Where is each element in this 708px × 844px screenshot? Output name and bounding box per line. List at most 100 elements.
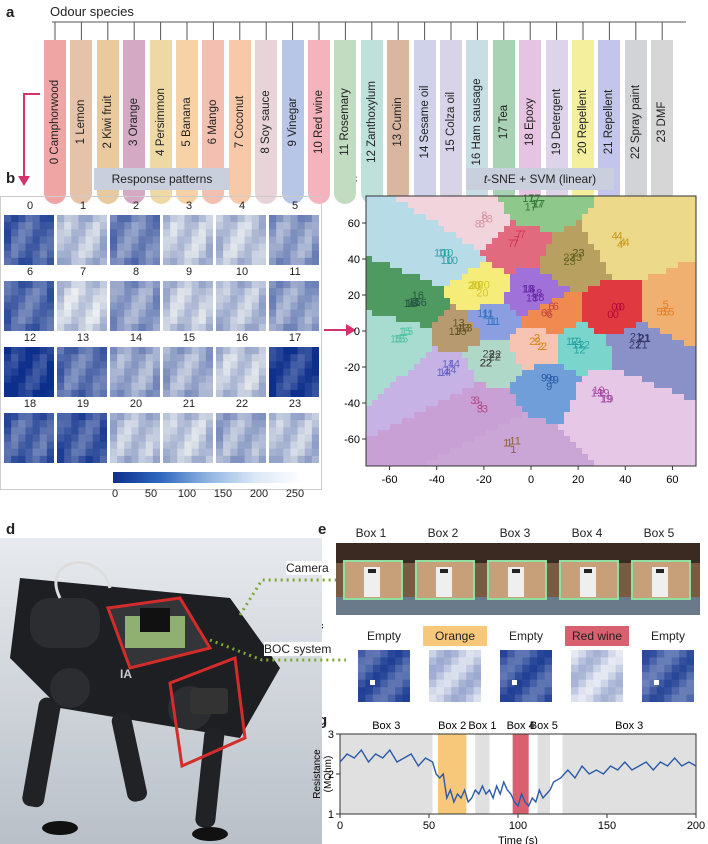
pattern-label: 17 <box>288 332 302 344</box>
odour-tube: 3 Orange <box>123 40 146 204</box>
odour-tube-label: 18 Epoxy <box>524 98 537 146</box>
y-tick-label: 60 <box>348 218 360 230</box>
cluster-point-label: 3 <box>477 403 483 415</box>
cluster-point-label: 10 <box>441 255 453 267</box>
cluster-point-label: 8 <box>482 214 488 226</box>
panel-label-d: d <box>6 521 16 538</box>
pattern-label: 5 <box>291 200 299 212</box>
colorbar-tick: 0 <box>111 488 119 500</box>
pattern-label: 2 <box>132 200 140 212</box>
pattern-label: 9 <box>185 266 193 278</box>
boc-state-label: Empty <box>508 629 543 643</box>
cluster-point-label: 8 <box>475 219 481 231</box>
odour-tube: 20 Repellent <box>572 40 594 204</box>
tsne-header-rest: -SNE + SVM (linear) <box>487 172 597 186</box>
camera-boxes-photo <box>336 543 700 615</box>
odour-tube: 7 Coconut <box>228 40 251 204</box>
cluster-point-label: 15 <box>401 326 413 338</box>
cluster-point-label: 12 <box>569 336 581 348</box>
cluster-point-label: 2 <box>538 341 544 353</box>
response-pattern-heatmap <box>163 215 213 265</box>
colorbar-tick: 100 <box>177 488 197 500</box>
cluster-point-label: 4 <box>624 237 630 249</box>
x-tick-label: -60 <box>382 474 398 486</box>
response-pattern-heatmap <box>269 413 319 463</box>
pattern-label: 16 <box>235 332 249 344</box>
panel-label-e: e <box>318 521 327 538</box>
odour-tube: 4 Persimmon <box>149 40 172 204</box>
odour-tube: 2 Kiwi fruit <box>96 40 119 204</box>
cluster-point-label: 7 <box>514 234 520 246</box>
time-region <box>512 734 529 814</box>
cluster-point-label: 19 <box>593 385 605 397</box>
y-tick-label: 3 <box>328 729 334 741</box>
cluster-point-label: 6 <box>541 307 547 319</box>
box-label: Box 2 <box>427 526 459 540</box>
cluster-point-label: 14 <box>439 367 451 379</box>
cluster-point-label: 3 <box>482 403 488 415</box>
odour-tube: 18 Epoxy <box>519 40 542 204</box>
cluster-point-label: 1 <box>510 444 516 456</box>
odour-tube: 5 Banana <box>176 40 198 204</box>
cluster-point-label: 1 <box>515 436 521 448</box>
cluster-point-label: 21 <box>635 340 647 352</box>
odour-tube-label: 20 Repellent <box>577 89 589 155</box>
pattern-label: 1 <box>79 200 87 212</box>
response-pattern-heatmap <box>4 215 54 265</box>
odour-tube: 17 Tea <box>492 40 515 204</box>
x-tick-label: 0 <box>528 474 534 486</box>
odour-tube-label: 6 Mango <box>207 99 220 145</box>
panel-label-a: a <box>6 4 15 21</box>
boc-state-heatmap <box>571 650 623 702</box>
odour-tube-label: 21 Repellent <box>603 89 616 155</box>
y-tick-label: -20 <box>344 362 360 374</box>
y-tick-label: -60 <box>344 434 360 446</box>
colorbar-tick: 50 <box>144 488 158 500</box>
time-region-label: Box 1 <box>468 720 496 732</box>
colorbar-tick: 250 <box>285 488 305 500</box>
response-patterns-header: Response patterns <box>94 168 230 190</box>
cluster-point-label: 8 <box>487 214 493 226</box>
cluster-point-label: 18 <box>523 284 535 296</box>
cluster-point-label: 20 <box>468 280 480 292</box>
cluster-point-label: 10 <box>434 247 446 259</box>
y-axis-label-line2: (MOhm) <box>323 756 334 793</box>
cluster-point-label: 8 <box>481 210 487 222</box>
cluster-point-label: 13 <box>452 318 464 330</box>
cluster-point-label: 0 <box>611 302 617 314</box>
response-pattern-heatmap <box>4 347 54 397</box>
colorbar <box>113 472 303 483</box>
x-tick-label: -40 <box>429 474 445 486</box>
boc-state-label: Empty <box>650 629 685 643</box>
cluster-point-label: 19 <box>601 393 613 405</box>
odour-tube: 21 Repellent <box>598 40 621 204</box>
pattern-label: 23 <box>288 398 302 410</box>
cluster-point-label: 16 <box>412 290 424 302</box>
cluster-point-label: 2 <box>535 336 541 348</box>
panel-label-b: b <box>6 170 16 187</box>
odour-tube-label: 9 Vinegar <box>286 97 299 147</box>
boc-state-heatmap <box>429 650 481 702</box>
cluster-point-label: 17 <box>533 199 545 211</box>
cluster-point-label: 23 <box>563 256 575 268</box>
cluster-point-label: 5 <box>660 306 666 318</box>
time-region <box>562 734 696 814</box>
pattern-label: 19 <box>76 398 90 410</box>
cluster-point-label: 6 <box>548 301 554 313</box>
colorbar-tick: 150 <box>213 488 233 500</box>
cluster-point-label: 9 <box>546 381 552 393</box>
cluster-point-label: 4 <box>612 231 618 243</box>
cluster-point-label: 13 <box>460 322 472 334</box>
cluster-point-label: 4 <box>620 237 626 249</box>
cluster-point-label: 6 <box>547 309 553 321</box>
